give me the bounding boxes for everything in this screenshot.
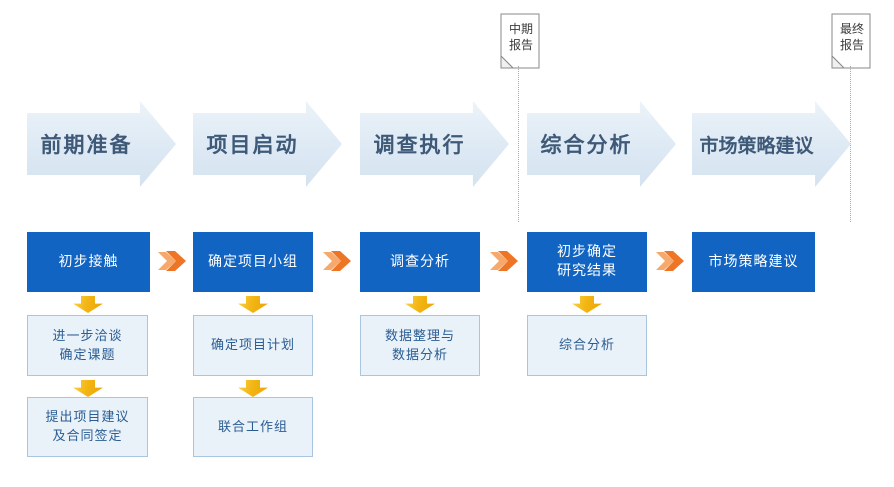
final-report-note: 最终 报告	[831, 13, 871, 69]
step-box-project-team: 确定项目小组	[193, 232, 313, 292]
double-chevron-right-icon	[156, 249, 188, 273]
note-line: 中期	[508, 22, 533, 36]
phase-label: 调查执行	[373, 133, 466, 157]
phase-label: 综合分析	[540, 133, 633, 157]
substep-box-proposal-contract: 提出项目建议 及合同签定	[27, 397, 148, 457]
substep-box-joint-workgroup: 联合工作组	[193, 397, 313, 457]
step-label: 确定项目小组	[208, 253, 298, 270]
substep-label: 进一步洽谈	[52, 328, 123, 344]
down-arrow-icon	[238, 380, 268, 397]
substep-box-comprehensive-analysis: 综合分析	[527, 315, 647, 376]
phase-label: 市场策略建议	[699, 134, 814, 157]
phase-chevron-analysis: 综合分析	[527, 101, 676, 187]
step-box-initial-contact: 初步接触	[27, 232, 150, 292]
double-chevron-right-icon	[321, 249, 353, 273]
step-box-preliminary-results: 初步确定 研究结果	[527, 232, 647, 292]
down-arrow-icon	[73, 380, 103, 397]
phase-chevron-kickoff: 项目启动	[193, 101, 342, 187]
phase-chevron-execution: 调查执行	[360, 101, 509, 187]
report-note-icon	[500, 13, 540, 69]
down-arrow-icon	[405, 296, 435, 313]
substep-label: 综合分析	[558, 338, 615, 353]
substep-label: 联合工作组	[217, 419, 288, 435]
mid-report-note: 中期 报告	[500, 13, 540, 69]
step-label: 市场策略建议	[708, 253, 799, 270]
down-arrow-icon	[73, 296, 103, 313]
phase-chevron-preparation: 前期准备	[27, 101, 176, 187]
substep-label: 数据分析	[391, 347, 448, 363]
substep-box-data-processing: 数据整理与 数据分析	[360, 315, 480, 376]
note-line: 报告	[839, 38, 864, 52]
report-note-icon	[831, 13, 871, 69]
note-line: 最终	[839, 22, 864, 36]
note-line: 报告	[508, 38, 533, 52]
phase-label: 前期准备	[40, 133, 133, 157]
down-arrow-icon	[572, 296, 602, 313]
substep-box-further-talks: 进一步洽谈 确定课题	[27, 315, 148, 376]
step-box-survey-analysis: 调查分析	[360, 232, 480, 292]
double-chevron-right-icon	[654, 249, 686, 273]
substep-label: 数据整理与	[384, 328, 455, 344]
step-label: 初步接触	[58, 253, 119, 270]
substep-label: 及合同签定	[52, 429, 123, 444]
mid-report-dotted-line	[518, 66, 519, 222]
step-box-market-strategy: 市场策略建议	[692, 232, 815, 292]
double-chevron-right-icon	[488, 249, 520, 273]
substep-label: 提出项目建议	[45, 410, 130, 425]
substep-label: 确定课题	[59, 347, 116, 363]
step-label: 调查分析	[390, 253, 450, 270]
phase-chevron-strategy: 市场策略建议	[692, 101, 851, 187]
substep-box-project-plan: 确定项目计划	[193, 315, 313, 376]
phase-label: 项目启动	[206, 133, 299, 157]
step-label: 研究结果	[557, 263, 617, 279]
down-arrow-icon	[238, 296, 268, 313]
step-label: 初步确定	[557, 244, 617, 260]
substep-label: 确定项目计划	[210, 338, 295, 353]
